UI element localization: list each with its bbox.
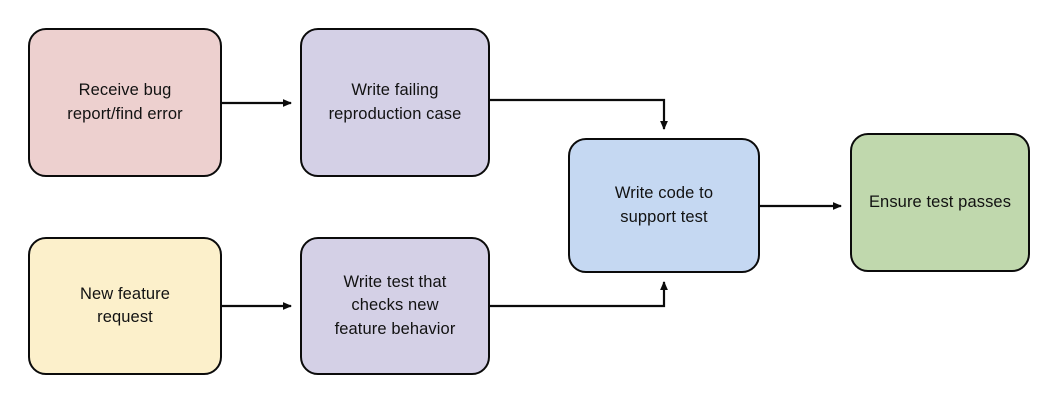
node-write-code-to-support-test[interactable]: Write code to support test xyxy=(568,138,760,273)
node-receive-bug-report-label: Receive bug report/find error xyxy=(67,81,183,123)
node-receive-bug-report[interactable]: Receive bug report/find error xyxy=(28,28,222,177)
node-write-failing-reproduction-case[interactable]: Write failing reproduction case xyxy=(300,28,490,177)
edge-failing-to-code xyxy=(490,98,668,130)
node-ensure-test-passes-label: Ensure test passes xyxy=(868,192,1012,211)
edge-test-to-code xyxy=(490,281,668,308)
node-write-test-checks-new-feature[interactable]: Write test that checks new feature behav… xyxy=(300,237,490,375)
node-write-failing-reproduction-case-label: Write failing reproduction case xyxy=(328,81,462,123)
node-write-code-to-support-test-label: Write code to support test xyxy=(614,184,714,226)
node-ensure-test-passes[interactable]: Ensure test passes xyxy=(850,133,1030,272)
node-new-feature-request[interactable]: New feature request xyxy=(28,237,222,375)
node-new-feature-request-label: New feature request xyxy=(79,284,171,326)
node-write-test-checks-new-feature-label: Write test that checks new feature behav… xyxy=(334,272,456,338)
